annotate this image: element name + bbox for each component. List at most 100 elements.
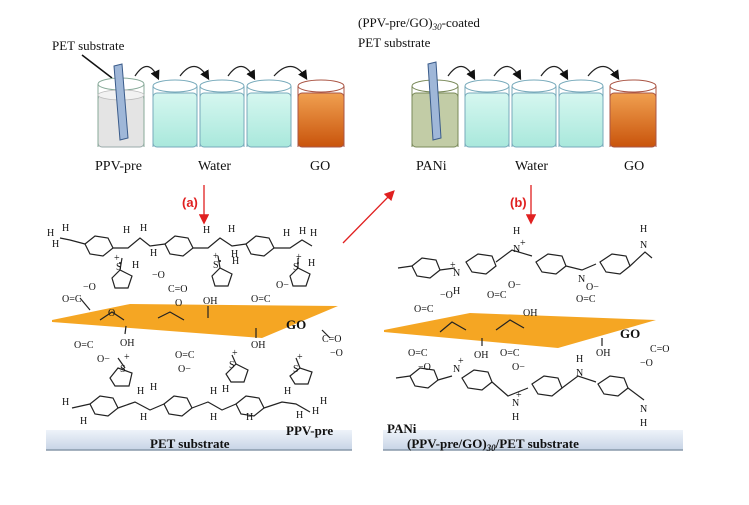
svg-text:−O: −O: [152, 270, 165, 281]
svg-text:S: S: [293, 364, 299, 375]
svg-text:+: +: [232, 348, 238, 359]
pointer-line: [81, 54, 113, 79]
svg-text:H: H: [150, 382, 157, 393]
beaker-label-go: GO: [310, 159, 330, 174]
svg-text:O: O: [175, 298, 182, 309]
svg-text:C=O: C=O: [322, 334, 342, 345]
svg-text:N: N: [640, 404, 647, 415]
svg-text:−O: −O: [418, 362, 431, 373]
svg-text:O−: O−: [97, 354, 110, 365]
pani-atoms-lower: N + N H + N H N H: [453, 354, 647, 429]
pet-base-b: [383, 430, 683, 450]
svg-text:H: H: [123, 225, 130, 236]
substrate-slide: [113, 63, 129, 141]
svg-text:N: N: [512, 398, 519, 409]
tag-b: (b): [510, 195, 527, 210]
svg-text:S: S: [120, 364, 126, 375]
beaker-sequence-left: PET substrate: [52, 38, 345, 174]
curved-arrow-4: [273, 65, 308, 81]
beaker-label-water-r: Water: [515, 159, 548, 174]
svg-text:H: H: [62, 223, 69, 234]
svg-text:H: H: [296, 410, 303, 421]
svg-text:N: N: [513, 244, 520, 255]
coated-substrate-slide: [427, 61, 442, 141]
svg-text:H: H: [203, 225, 210, 236]
svg-text:−O: −O: [440, 290, 453, 301]
svg-text:O=C: O=C: [408, 348, 428, 359]
svg-text:S: S: [213, 260, 219, 271]
beaker-label-pani: PANi: [416, 159, 447, 174]
svg-text:+: +: [450, 260, 456, 271]
svg-text:H: H: [299, 226, 306, 237]
svg-text:OH: OH: [523, 308, 537, 319]
svg-text:H: H: [47, 228, 54, 239]
tag-a: (a): [182, 195, 198, 210]
svg-text:N: N: [640, 240, 647, 251]
panel-b: (PPV-pre/GO)30/PET substrate PANi GO N H…: [383, 224, 683, 453]
go-groups-upper-a: O=C −O O −O C=O O OH O=C O−: [62, 270, 289, 321]
svg-text:N: N: [453, 364, 460, 375]
svg-text:+: +: [296, 252, 302, 263]
svg-text:O−: O−: [586, 282, 599, 293]
svg-text:O: O: [108, 308, 115, 319]
svg-text:+: +: [520, 238, 526, 249]
curved-arrow-r4: [587, 65, 620, 81]
svg-text:H: H: [513, 226, 520, 237]
pani-chain-lower: [395, 367, 645, 401]
svg-text:S: S: [116, 262, 122, 273]
svg-text:H: H: [210, 412, 217, 423]
svg-text:H: H: [283, 228, 290, 239]
ppv-atoms-upper: H H H H H H H H H H H H H H H S S S + + …: [47, 223, 317, 273]
svg-text:H: H: [210, 386, 217, 397]
svg-text:O=C: O=C: [62, 294, 82, 305]
svg-text:H: H: [140, 412, 147, 423]
pet-substrate-label: PET substrate: [52, 38, 125, 53]
polymer-label-a: PPV-pre: [286, 423, 333, 438]
svg-text:H: H: [231, 249, 238, 260]
go-groups-lower-a: O=C O− OH O=C O− OH C=O −O: [74, 325, 343, 375]
svg-text:S: S: [293, 262, 299, 273]
ppv-chain-upper: [59, 235, 313, 289]
beaker-water-r3: [558, 79, 604, 148]
svg-text:O−: O−: [512, 362, 525, 373]
svg-text:O=C: O=C: [74, 340, 94, 351]
svg-text:OH: OH: [120, 338, 134, 349]
svg-text:H: H: [52, 239, 59, 250]
svg-text:−O: −O: [83, 282, 96, 293]
svg-text:H: H: [640, 224, 647, 235]
svg-text:S: S: [229, 360, 235, 371]
beaker-water-r2: [511, 79, 557, 148]
svg-text:OH: OH: [596, 348, 610, 359]
svg-text:H: H: [310, 228, 317, 239]
svg-text:+: +: [114, 253, 120, 264]
svg-text:H: H: [284, 386, 291, 397]
svg-text:OH: OH: [251, 340, 265, 351]
beaker-label-ppv-pre: PPV-pre: [95, 159, 142, 174]
pani-chain-upper: [397, 249, 653, 279]
pani-atoms-upper: N H + N H + N N H: [450, 224, 647, 297]
svg-text:O=C: O=C: [414, 304, 434, 315]
svg-text:O−: O−: [276, 280, 289, 291]
svg-text:O=C: O=C: [251, 294, 271, 305]
svg-text:H: H: [132, 260, 139, 271]
svg-text:O=C: O=C: [175, 350, 195, 361]
svg-text:H: H: [140, 223, 147, 234]
svg-text:+: +: [297, 352, 303, 363]
svg-text:H: H: [453, 286, 460, 297]
ppv-atoms-lower: S S S + + + H H H H H H H H H H H H H: [62, 348, 327, 427]
beaker-go-right: [609, 79, 657, 148]
go-label-b: GO: [620, 326, 640, 341]
pet-base-a: [46, 430, 352, 450]
svg-text:+: +: [213, 251, 219, 262]
svg-text:O−: O−: [508, 280, 521, 291]
go-sheet-a: [52, 304, 338, 338]
curved-arrow-3: [227, 65, 256, 81]
svg-text:+: +: [124, 352, 130, 363]
svg-text:H: H: [137, 386, 144, 397]
base-label-b: (PPV-pre/GO)30/PET substrate: [407, 436, 579, 453]
svg-text:H: H: [512, 412, 519, 423]
svg-text:+: +: [516, 390, 522, 401]
svg-text:H: H: [246, 412, 253, 423]
